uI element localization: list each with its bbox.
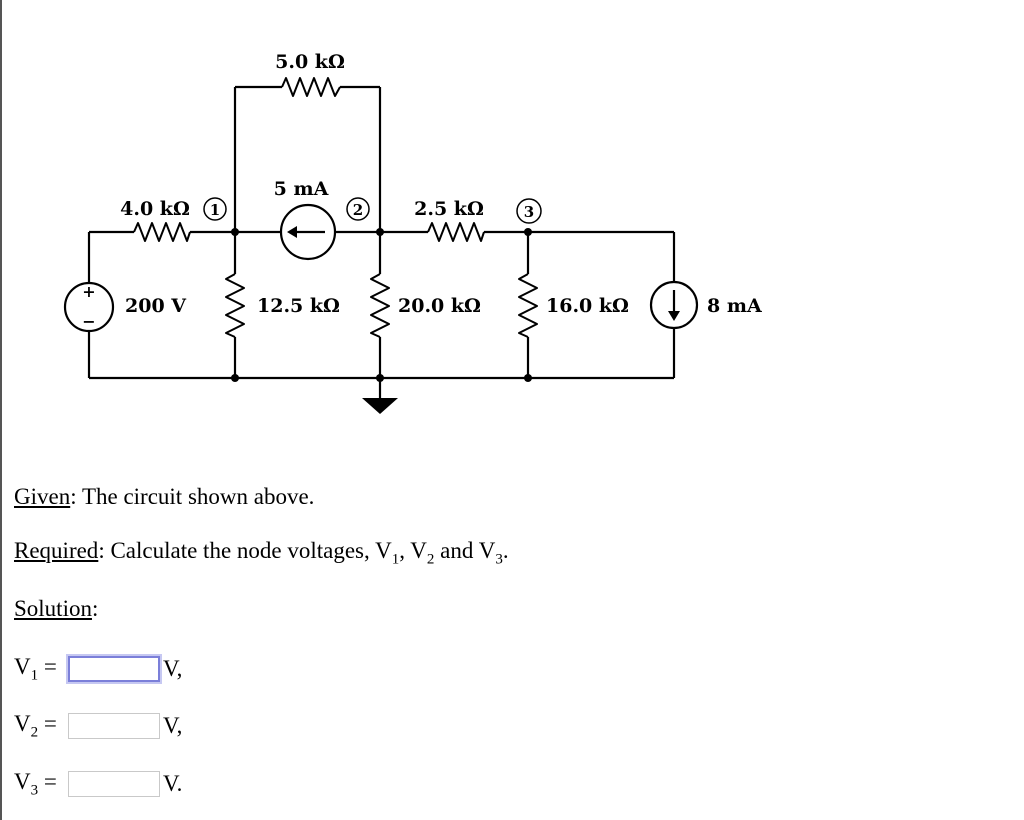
resistor-middle [427,222,485,242]
node-2-marker: 2 [346,197,370,221]
voltage-source: + − [63,281,115,333]
left-border [0,0,2,820]
node-1-marker: 1 [203,197,227,221]
label-source-voltage: 200 V [125,295,187,317]
required-sub-2: 2 [426,551,435,568]
resistor-left [133,222,191,242]
label-source-current-top: 5 mA [274,178,329,200]
answer-row-v1: V1 = V, [14,653,182,685]
circuit-diagram: + − 1 2 3 5.0 kΩ 4.0 kΩ 2.5 kΩ 5 mA [63,51,762,414]
given-label: Given [14,484,71,509]
required-label: Required [14,538,99,563]
required-sep-2: and V [434,538,496,563]
given-line: Given: The circuit shown above. [14,484,314,510]
resistor-v3 [518,273,538,338]
answer-row-v3: V3 = V. [14,768,182,800]
label-source-current-right: 8 mA [707,295,762,317]
answer-unit-v3: V. [163,771,183,796]
resistor-v1 [225,273,245,338]
label-r-v1: 12.5 kΩ [257,295,340,317]
v2-input[interactable] [68,713,160,739]
current-source-right [649,280,699,330]
required-end: . [502,538,509,563]
wires [87,85,676,398]
label-r-top: 5.0 kΩ [275,51,345,73]
answer-label-v2: V2 = [14,710,57,741]
required-text: : Calculate the node voltages, V [98,538,392,563]
svg-text:1: 1 [210,201,220,219]
label-r-middle: 2.5 kΩ [414,198,484,220]
answer-unit-v2: V, [163,713,183,738]
solution-line: Solution: [14,596,98,622]
label-r-v3: 16.0 kΩ [546,295,629,317]
ground-icon [362,398,398,414]
required-sep-1: , V [399,538,427,563]
answer-label-v3: V3 = [14,768,57,799]
arrow-left-icon [287,226,297,238]
resistor-v2 [370,273,390,338]
v1-input[interactable] [68,656,160,682]
given-text: : The circuit shown above. [70,484,315,509]
resistor-top [281,77,341,97]
label-r-v2: 20.0 kΩ [398,295,481,317]
answer-row-v2: V2 = V, [14,710,182,742]
label-r-left: 4.0 kΩ [120,198,190,220]
answer-label-v1: V1 = [14,653,57,684]
minus-sign: − [82,312,95,331]
required-sub-3: 3 [495,551,503,568]
v3-input[interactable] [68,771,160,797]
required-line: Required: Calculate the node voltages, V… [14,538,509,569]
arrow-down-icon [668,311,680,321]
answer-unit-v1: V, [163,656,183,681]
required-sub-1: 1 [391,551,400,568]
solution-label: Solution [14,596,92,621]
svg-text:2: 2 [353,201,363,219]
current-source-top [279,203,337,261]
svg-text:3: 3 [524,203,534,221]
junctions [231,228,532,382]
plus-sign: + [82,282,95,301]
solution-colon: : [91,596,99,621]
node-3-marker: 3 [516,198,542,224]
